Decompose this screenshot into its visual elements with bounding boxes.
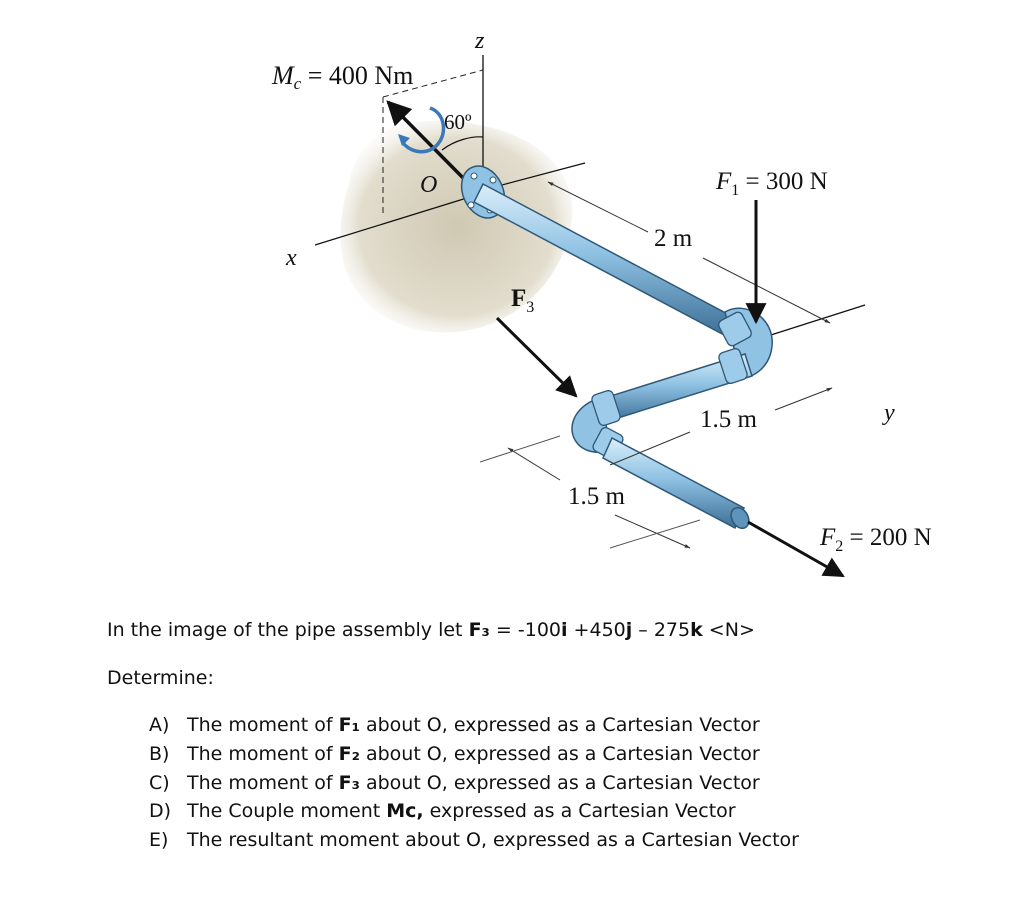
mc-vector-arrow <box>386 100 477 192</box>
f3-arrow <box>495 316 578 398</box>
angle-label: 60º <box>444 110 472 134</box>
intro-line: In the image of the pipe assembly let F₃… <box>107 619 755 641</box>
f2-arrow <box>747 520 845 578</box>
dim-2m-line <box>547 181 649 233</box>
f3-term: F₃ <box>468 619 490 641</box>
origin-label: O <box>420 172 437 198</box>
mc-rotation-icon <box>400 106 446 154</box>
dim-15m-b-label: 1.5 m <box>568 483 626 510</box>
list-item: A)The moment of F₁ about O, expressed as… <box>149 714 760 737</box>
dim-15m-b-line <box>507 447 561 481</box>
z-axis-label: z <box>474 28 485 54</box>
mc-label: Mc = 400 Nm <box>271 61 413 93</box>
x-axis <box>314 196 471 246</box>
pipe-end <box>730 506 750 530</box>
f3-label: F3 <box>511 285 534 316</box>
pipe-segment-15m-b <box>602 436 745 530</box>
problem-statement: In the image of the pipe assembly let F₃… <box>107 618 1007 856</box>
dim-2m-label: 2 m <box>654 225 693 252</box>
list-item: E)The resultant moment about O, expresse… <box>149 828 799 851</box>
angle-arc <box>441 136 484 151</box>
dim-15m-a-line <box>609 431 691 466</box>
f1-label: F1 = 300 N <box>715 168 828 199</box>
task-list: A)The moment of F₁ about O, expressed as… <box>107 713 1007 853</box>
f2-label: F2 = 200 N <box>819 524 932 555</box>
list-item: C)The moment of F₃ about O, expressed as… <box>149 771 760 794</box>
y-axis-end <box>754 304 866 341</box>
list-item: B)The moment of F₂ about O, expressed as… <box>149 742 760 765</box>
x-axis-label: x <box>285 245 297 271</box>
determine-heading: Determine: <box>107 666 214 689</box>
mc-projection-dashes-top <box>382 69 484 98</box>
y-axis-label: y <box>882 400 895 426</box>
wall-shading <box>340 120 573 333</box>
list-item: D)The Couple moment Mc, expressed as a C… <box>149 800 736 823</box>
pipe-assembly-figure: Mc = 400 Nm 60º z x y O F1 = 300 N F2 = … <box>271 28 932 578</box>
dim-15m-a-label: 1.5 m <box>700 406 758 433</box>
